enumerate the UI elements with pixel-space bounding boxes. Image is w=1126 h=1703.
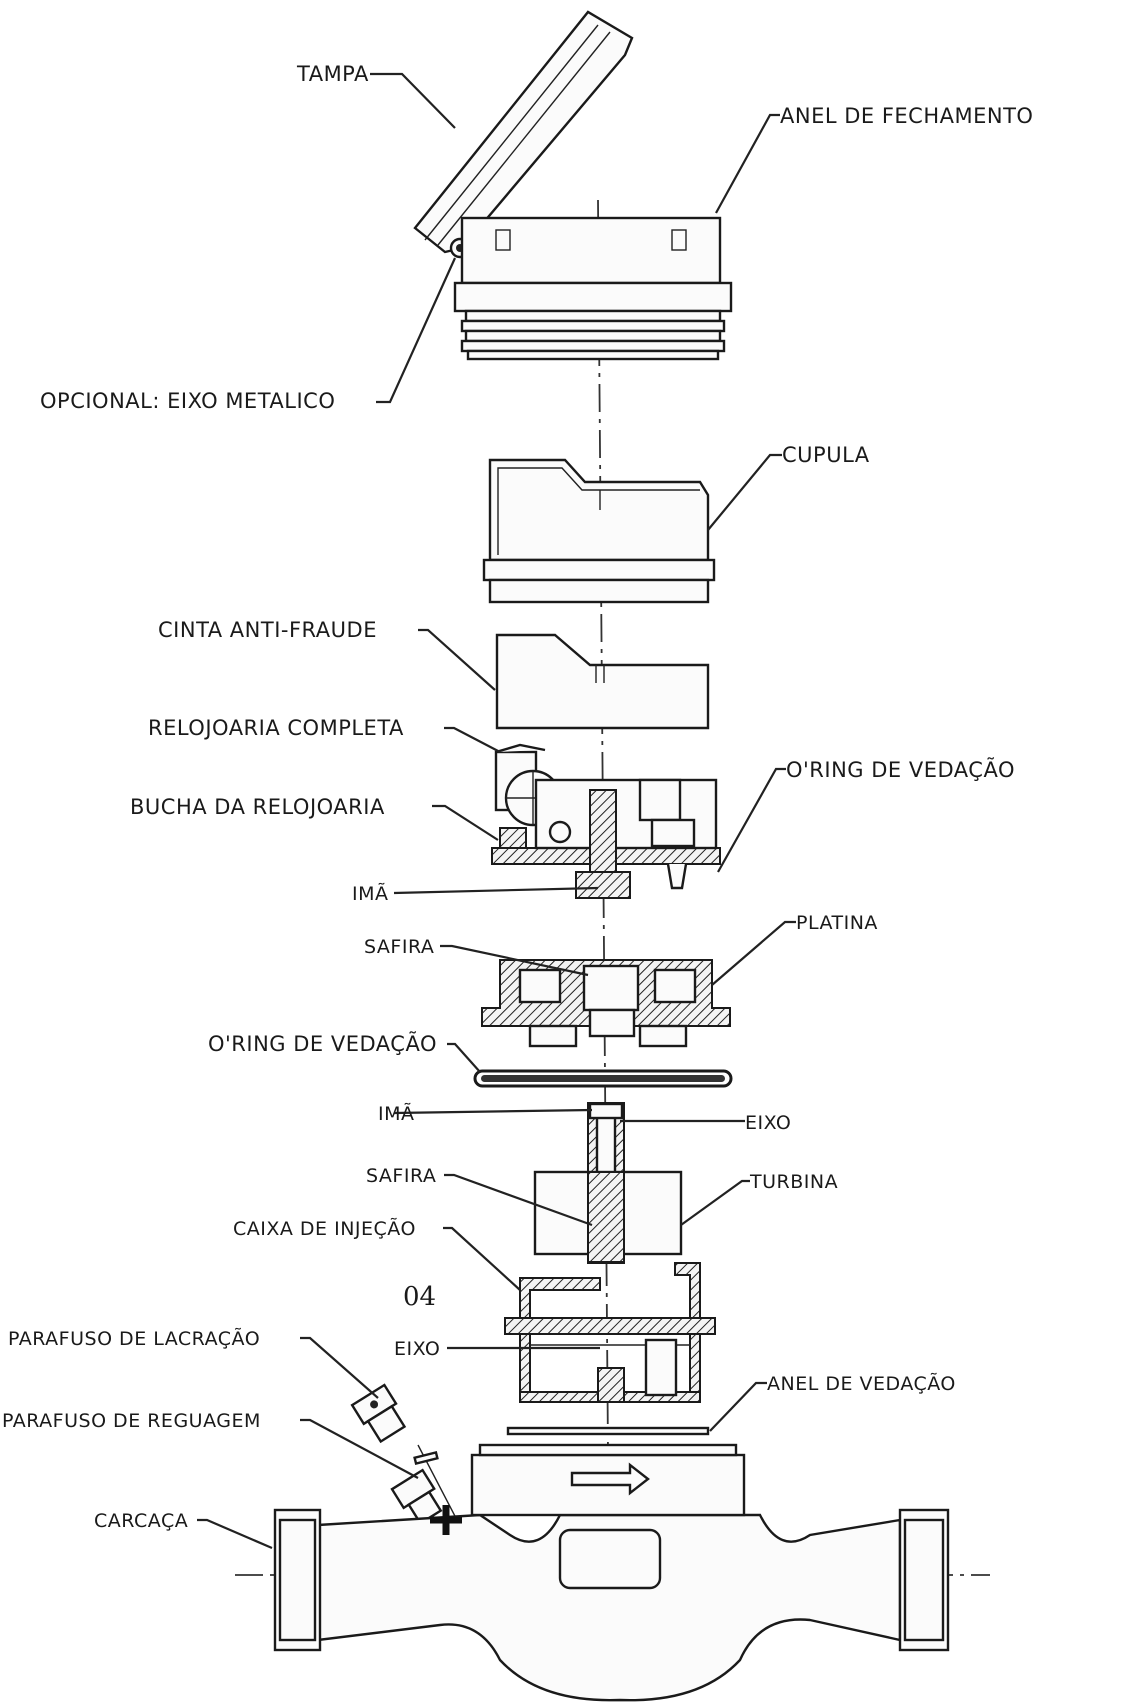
label-ima-top: IMÃ [352, 882, 389, 905]
label-oring-top: O'RING DE VEDAÇÃO [786, 756, 1015, 782]
turbina-part [533, 1102, 683, 1264]
label-relojoaria: RELOJOARIA COMPLETA [148, 716, 404, 740]
label-cupula: CUPULA [782, 443, 870, 467]
anel-vedacao-part [506, 1426, 710, 1436]
label-tampa: TAMPA [296, 62, 369, 86]
cinta-part [495, 633, 710, 730]
label-oring-mid: O'RING DE VEDAÇÃO [208, 1030, 437, 1056]
label-ima-mid: IMÃ [378, 1102, 415, 1125]
label-carcaca: CARCAÇA [94, 1510, 188, 1532]
caixa-injecao-part [504, 1262, 716, 1403]
label-eixo-mid: EIXO [745, 1112, 791, 1134]
label-safira-top: SAFIRA [364, 936, 434, 958]
label-anel-vedacao: ANEL DE VEDAÇÃO [767, 1372, 956, 1395]
oring-mid-part [473, 1069, 733, 1088]
platina-part [481, 959, 731, 1048]
label-parafuso-reguagem: PARAFUSO DE REGUAGEM [2, 1410, 261, 1432]
parafuso-reguagem-part [390, 1468, 443, 1525]
carcaca-part [273, 1443, 950, 1702]
cupula-part [482, 458, 716, 604]
label-safira-mid: SAFIRA [366, 1165, 436, 1187]
anel-fechamento-part [453, 216, 733, 361]
label-cinta: CINTA ANTI-FRAUDE [158, 618, 377, 642]
label-opcional-eixo: OPCIONAL: EIXO METALICO [40, 389, 335, 413]
label-turbina: TURBINA [749, 1171, 838, 1193]
label-bucha: BUCHA DA RELOJOARIA [130, 795, 385, 819]
label-parafuso-lacracao: PARAFUSO DE LACRAÇÃO [8, 1327, 260, 1350]
label-caixa: CAIXA DE INJEÇÃO [233, 1217, 416, 1240]
parafuso-lacracao-part [350, 1383, 407, 1444]
tampa-part [413, 10, 634, 259]
label-anel-fechamento: ANEL DE FECHAMENTO [780, 104, 1033, 128]
leader-lines [197, 72, 796, 1550]
relojoaria-part [491, 743, 721, 899]
page-number: 04 [403, 1282, 436, 1312]
label-platina: PLATINA [796, 912, 878, 934]
label-eixo-low: EIXO [394, 1338, 440, 1360]
